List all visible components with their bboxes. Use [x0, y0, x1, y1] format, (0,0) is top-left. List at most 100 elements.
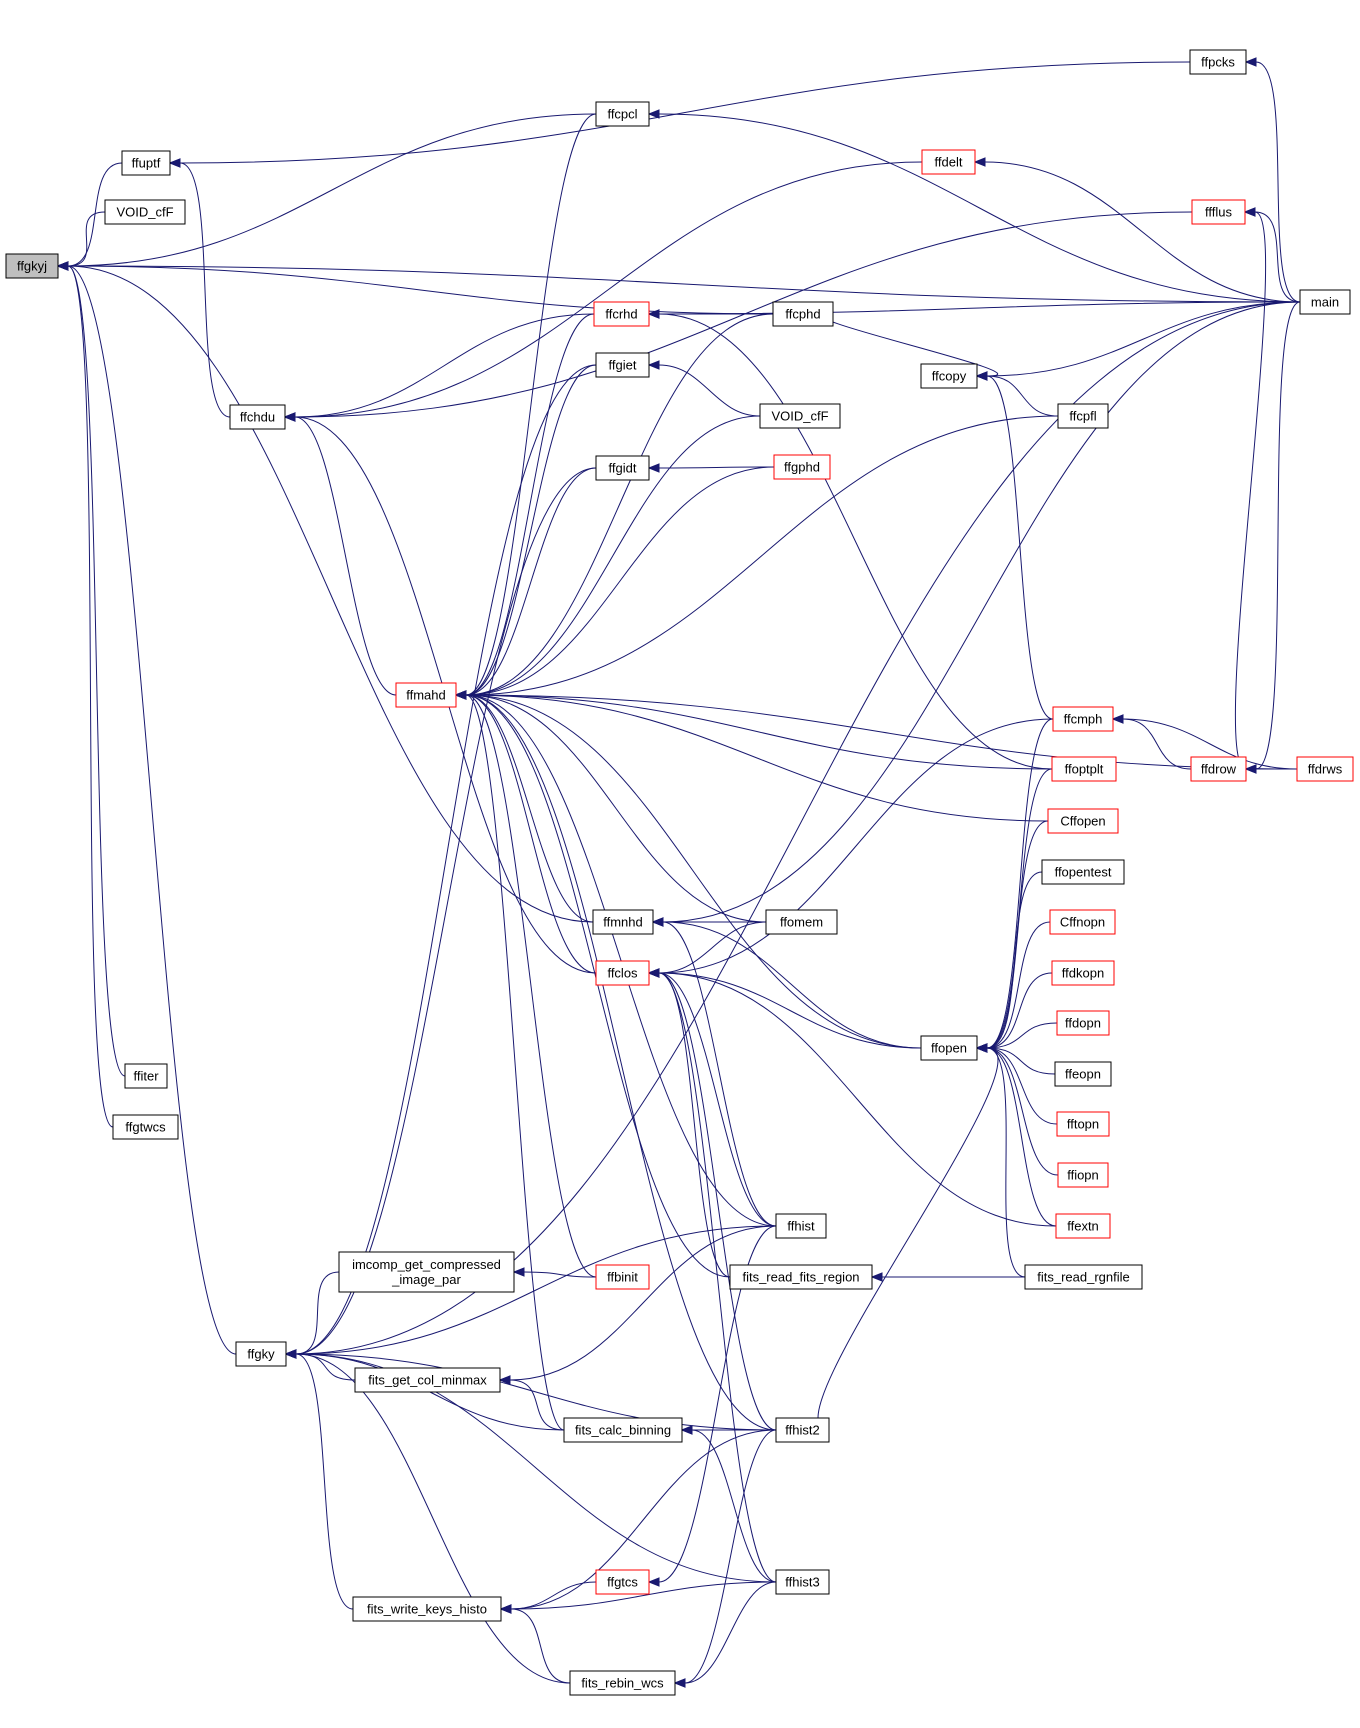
node-ffpcks[interactable]: ffpcks: [1189, 49, 1247, 75]
node-label: fits_calc_binning: [575, 1423, 671, 1438]
node-ffopen[interactable]: ffopen: [920, 1035, 978, 1061]
node-label: _image_par: [391, 1272, 461, 1287]
node-ffcpcl[interactable]: ffcpcl: [595, 101, 650, 127]
node-box: [595, 1569, 650, 1595]
node-box: [920, 1035, 978, 1061]
node-box: [1057, 1162, 1109, 1188]
node-label: ffcmph: [1064, 712, 1103, 727]
node-ffbinit[interactable]: ffbinit: [595, 1264, 650, 1290]
node-imcomp[interactable]: imcomp_get_compressed_image_par: [338, 1251, 515, 1293]
node-box: [5, 253, 59, 279]
node-label: fits_read_fits_region: [742, 1270, 859, 1285]
edge-void_cff_1-to-ffgkyj: [67, 211, 106, 267]
node-ffhist3[interactable]: ffhist3: [775, 1569, 830, 1595]
node-fits_get_col_minmax[interactable]: fits_get_col_minmax: [354, 1367, 501, 1393]
node-fits_calc_binning[interactable]: fits_calc_binning: [563, 1417, 683, 1443]
node-fits_read_rgnfile[interactable]: fits_read_rgnfile: [1024, 1264, 1143, 1290]
node-box: [592, 909, 654, 935]
node-box: [1189, 49, 1247, 75]
node-box: [1190, 756, 1247, 782]
edge-ffdopn-to-ffopen: [986, 1022, 1058, 1049]
node-ffdopn[interactable]: ffdopn: [1056, 1010, 1110, 1036]
node-box: [352, 1596, 502, 1622]
node-box: [1051, 756, 1117, 782]
node-main[interactable]: main: [1299, 289, 1351, 315]
node-ffomem[interactable]: ffomem: [765, 909, 838, 935]
edge-ffoptplt-to-ffopen: [986, 768, 1053, 1049]
node-ffgkyj[interactable]: ffgkyj: [5, 253, 59, 279]
node-ffchdu[interactable]: ffchdu: [229, 404, 286, 430]
node-box: [1056, 1111, 1110, 1137]
node-fits_read_fits_region[interactable]: fits_read_fits_region: [729, 1264, 873, 1290]
node-box: [775, 1213, 827, 1239]
node-ffflus[interactable]: ffflus: [1191, 199, 1246, 225]
node-ffdrow[interactable]: ffdrow: [1190, 756, 1247, 782]
node-label: ffpcks: [1201, 55, 1235, 70]
edge-ffomem-to-ffclos: [658, 921, 767, 974]
node-ffhist2[interactable]: ffhist2: [775, 1417, 830, 1443]
node-ffgidt[interactable]: ffgidt: [595, 455, 650, 481]
node-ffuptf[interactable]: ffuptf: [121, 150, 171, 176]
node-cffopen[interactable]: Cffopen: [1047, 808, 1119, 834]
node-box: [775, 1569, 830, 1595]
node-ffhist[interactable]: ffhist: [775, 1213, 827, 1239]
arrowhead-main-to-ffcpcl: [647, 109, 660, 119]
node-fits_rebin_wcs[interactable]: fits_rebin_wcs: [569, 1670, 676, 1696]
edge-ffcpcl-to-ffgkyj: [67, 113, 597, 267]
node-ffdrws[interactable]: ffdrws: [1296, 756, 1354, 782]
edge-ffgiet-to-ffmahd: [465, 364, 597, 696]
edge-fits_calc_binning-to-ffmahd: [465, 694, 565, 1431]
edge-ffcrhd-to-ffchdu: [294, 313, 595, 418]
node-ffgphd[interactable]: ffgphd: [773, 454, 831, 480]
node-ffgtwcs[interactable]: ffgtwcs: [112, 1114, 179, 1140]
edge-main-to-ffmnhd: [662, 301, 1301, 923]
node-ffclos[interactable]: ffclos: [595, 960, 650, 986]
node-label: imcomp_get_compressed: [352, 1257, 501, 1272]
node-ffopentest[interactable]: ffopentest: [1041, 859, 1125, 885]
node-fftopn[interactable]: fftopn: [1056, 1111, 1110, 1137]
node-box: [124, 1063, 168, 1089]
node-box: [921, 149, 976, 175]
node-ffmnhd[interactable]: ffmnhd: [592, 909, 654, 935]
node-ffextn[interactable]: ffextn: [1055, 1213, 1111, 1239]
node-box: [1041, 859, 1125, 885]
edge-ffcphd-to-ffmahd: [465, 313, 774, 696]
edge-ffuptf-to-ffgkyj: [67, 162, 123, 267]
node-ffcphd[interactable]: ffcphd: [772, 301, 834, 327]
node-ffoptplt[interactable]: ffoptplt: [1051, 756, 1117, 782]
node-ffcpfl[interactable]: ffcpfl: [1057, 403, 1109, 429]
arrowhead-fits_read_rgnfile-to-fits_read_fits_region: [870, 1272, 883, 1282]
node-ffdelt[interactable]: ffdelt: [921, 149, 976, 175]
edge-main-to-ffdrow: [1255, 301, 1301, 770]
edge-ffhist-to-ffgtcs: [658, 1225, 777, 1583]
node-ffiter[interactable]: ffiter: [124, 1063, 168, 1089]
node-ffgky[interactable]: ffgky: [235, 1341, 287, 1367]
edge-ffcmph-to-ffcopy: [986, 375, 1054, 720]
node-ffcmph[interactable]: ffcmph: [1052, 706, 1114, 732]
edge-ffopen-to-ffmnhd: [662, 921, 922, 1049]
node-void_cff_2[interactable]: VOID_cfF: [759, 403, 841, 429]
node-ffdkopn[interactable]: ffdkopn: [1051, 960, 1115, 986]
node-box: [759, 403, 841, 429]
arrowhead-main-to-ffgkyj: [56, 261, 69, 271]
node-box: [595, 960, 650, 986]
node-fits_write_keys_histo[interactable]: fits_write_keys_histo: [352, 1596, 502, 1622]
node-ffiopn[interactable]: ffiopn: [1057, 1162, 1109, 1188]
node-box: [595, 455, 650, 481]
node-ffmahd[interactable]: ffmahd: [395, 682, 457, 708]
node-label: ffgtwcs: [125, 1120, 166, 1135]
node-ffcrhd[interactable]: ffcrhd: [593, 301, 650, 327]
node-label: fftopn: [1067, 1117, 1099, 1132]
node-label: VOID_cfF: [116, 205, 173, 220]
node-ffcopy[interactable]: ffcopy: [920, 363, 978, 389]
node-ffgtcs[interactable]: ffgtcs: [595, 1569, 650, 1595]
node-box: [104, 199, 186, 225]
edge-ffhist2-to-ffmahd: [465, 694, 777, 1431]
node-cffnopn[interactable]: Cffnopn: [1049, 909, 1116, 935]
edge-ffhist3-to-fits_rebin_wcs: [684, 1581, 777, 1684]
node-box: [121, 150, 171, 176]
node-ffgiet[interactable]: ffgiet: [595, 352, 650, 378]
node-ffeopn[interactable]: ffeopn: [1054, 1061, 1112, 1087]
edge-fits_get_col_minmax-to-ffgky: [295, 1353, 356, 1381]
node-void_cff_1[interactable]: VOID_cfF: [104, 199, 186, 225]
